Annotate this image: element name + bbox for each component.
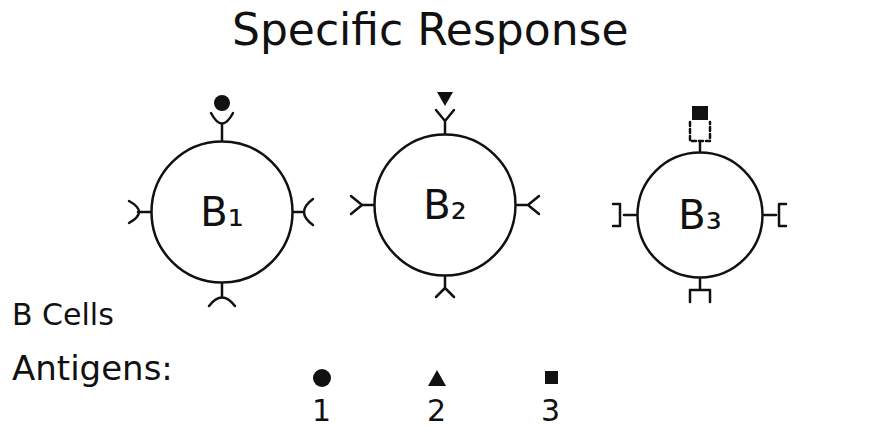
group-label: B Cells [12,298,114,331]
b-cell-circle: B₂ [373,133,517,277]
antigen-number: 1 [312,394,331,427]
cell-label: B₃ [636,151,764,279]
antigen-number: 2 [427,394,446,427]
b-cell-circle: B₁ [150,140,294,284]
antigen-number: 3 [541,394,560,427]
cell-label: B₁ [150,140,294,284]
cell-label: B₂ [373,133,517,277]
diagram-title: Specific Response [232,6,629,54]
key-heading: Antigens: [12,350,173,387]
b-cell-circle: B₃ [636,151,764,279]
